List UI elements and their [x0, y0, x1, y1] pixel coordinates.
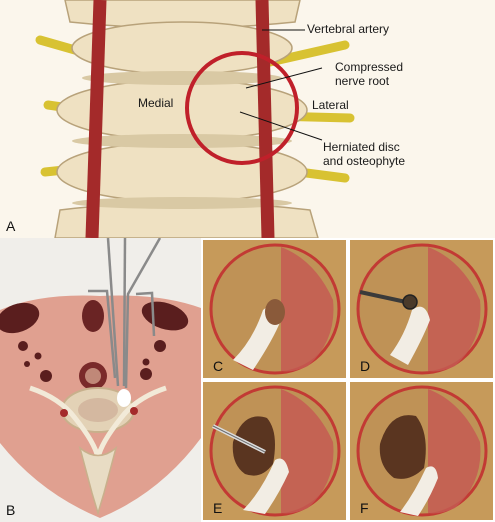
label-vertebral-artery: Vertebral artery — [307, 22, 390, 36]
endoscope-instruments — [88, 238, 162, 389]
endoscopic-view-c — [209, 243, 341, 375]
label-medial: Medial — [138, 96, 174, 110]
label-compressed-nerve-root-line2: nerve root — [335, 74, 390, 88]
trachea — [82, 300, 104, 332]
panel-b-axial-section: B — [0, 238, 201, 522]
vertebral-bodies — [54, 0, 319, 238]
panel-letter-a: A — [6, 218, 16, 234]
panel-e-endoscopic-view: E — [201, 380, 348, 522]
label-herniated-disc-line1: Herniated disc — [323, 140, 400, 154]
muscle-left — [0, 302, 40, 334]
endoscopic-view-d — [356, 243, 488, 375]
disc-shading — [72, 71, 292, 209]
leader-lines — [239, 29, 323, 141]
endoscopic-view-f — [356, 385, 488, 517]
panel-letter-d: D — [360, 358, 371, 374]
vessel-left-3 — [24, 361, 30, 367]
axial-section-drawing — [0, 238, 201, 518]
vertebral-arteries — [85, 0, 275, 238]
spine-drawing — [35, 0, 355, 238]
label-lateral: Lateral — [312, 98, 349, 112]
panel-letter-c: C — [213, 358, 224, 374]
vessel-right-1 — [154, 340, 166, 352]
panel-a-spine-illustration: Vertebral artery Compressed nerve root M… — [0, 0, 495, 238]
compression-highlight-circle — [185, 51, 299, 165]
spinous-process — [78, 445, 118, 516]
label-compressed-nerve-root-line1: Compressed — [335, 60, 404, 74]
panel-letter-f: F — [360, 500, 369, 516]
vessel-left-1 — [18, 341, 28, 351]
panel-letter-b: B — [6, 502, 16, 518]
vessel-left-4 — [40, 370, 52, 382]
panel-d-endoscopic-view: D — [348, 238, 495, 380]
label-herniated-disc-line2: and osteophyte — [323, 154, 406, 168]
panel-letter-e: E — [213, 500, 223, 516]
vessel-right-3 — [140, 368, 152, 380]
vessel-left-2 — [34, 352, 42, 360]
panel-f-endoscopic-view: F — [348, 380, 495, 522]
vessel-right-2 — [142, 358, 150, 366]
endoscopic-view-e — [209, 385, 341, 517]
panel-c-endoscopic-view: C — [201, 238, 348, 380]
